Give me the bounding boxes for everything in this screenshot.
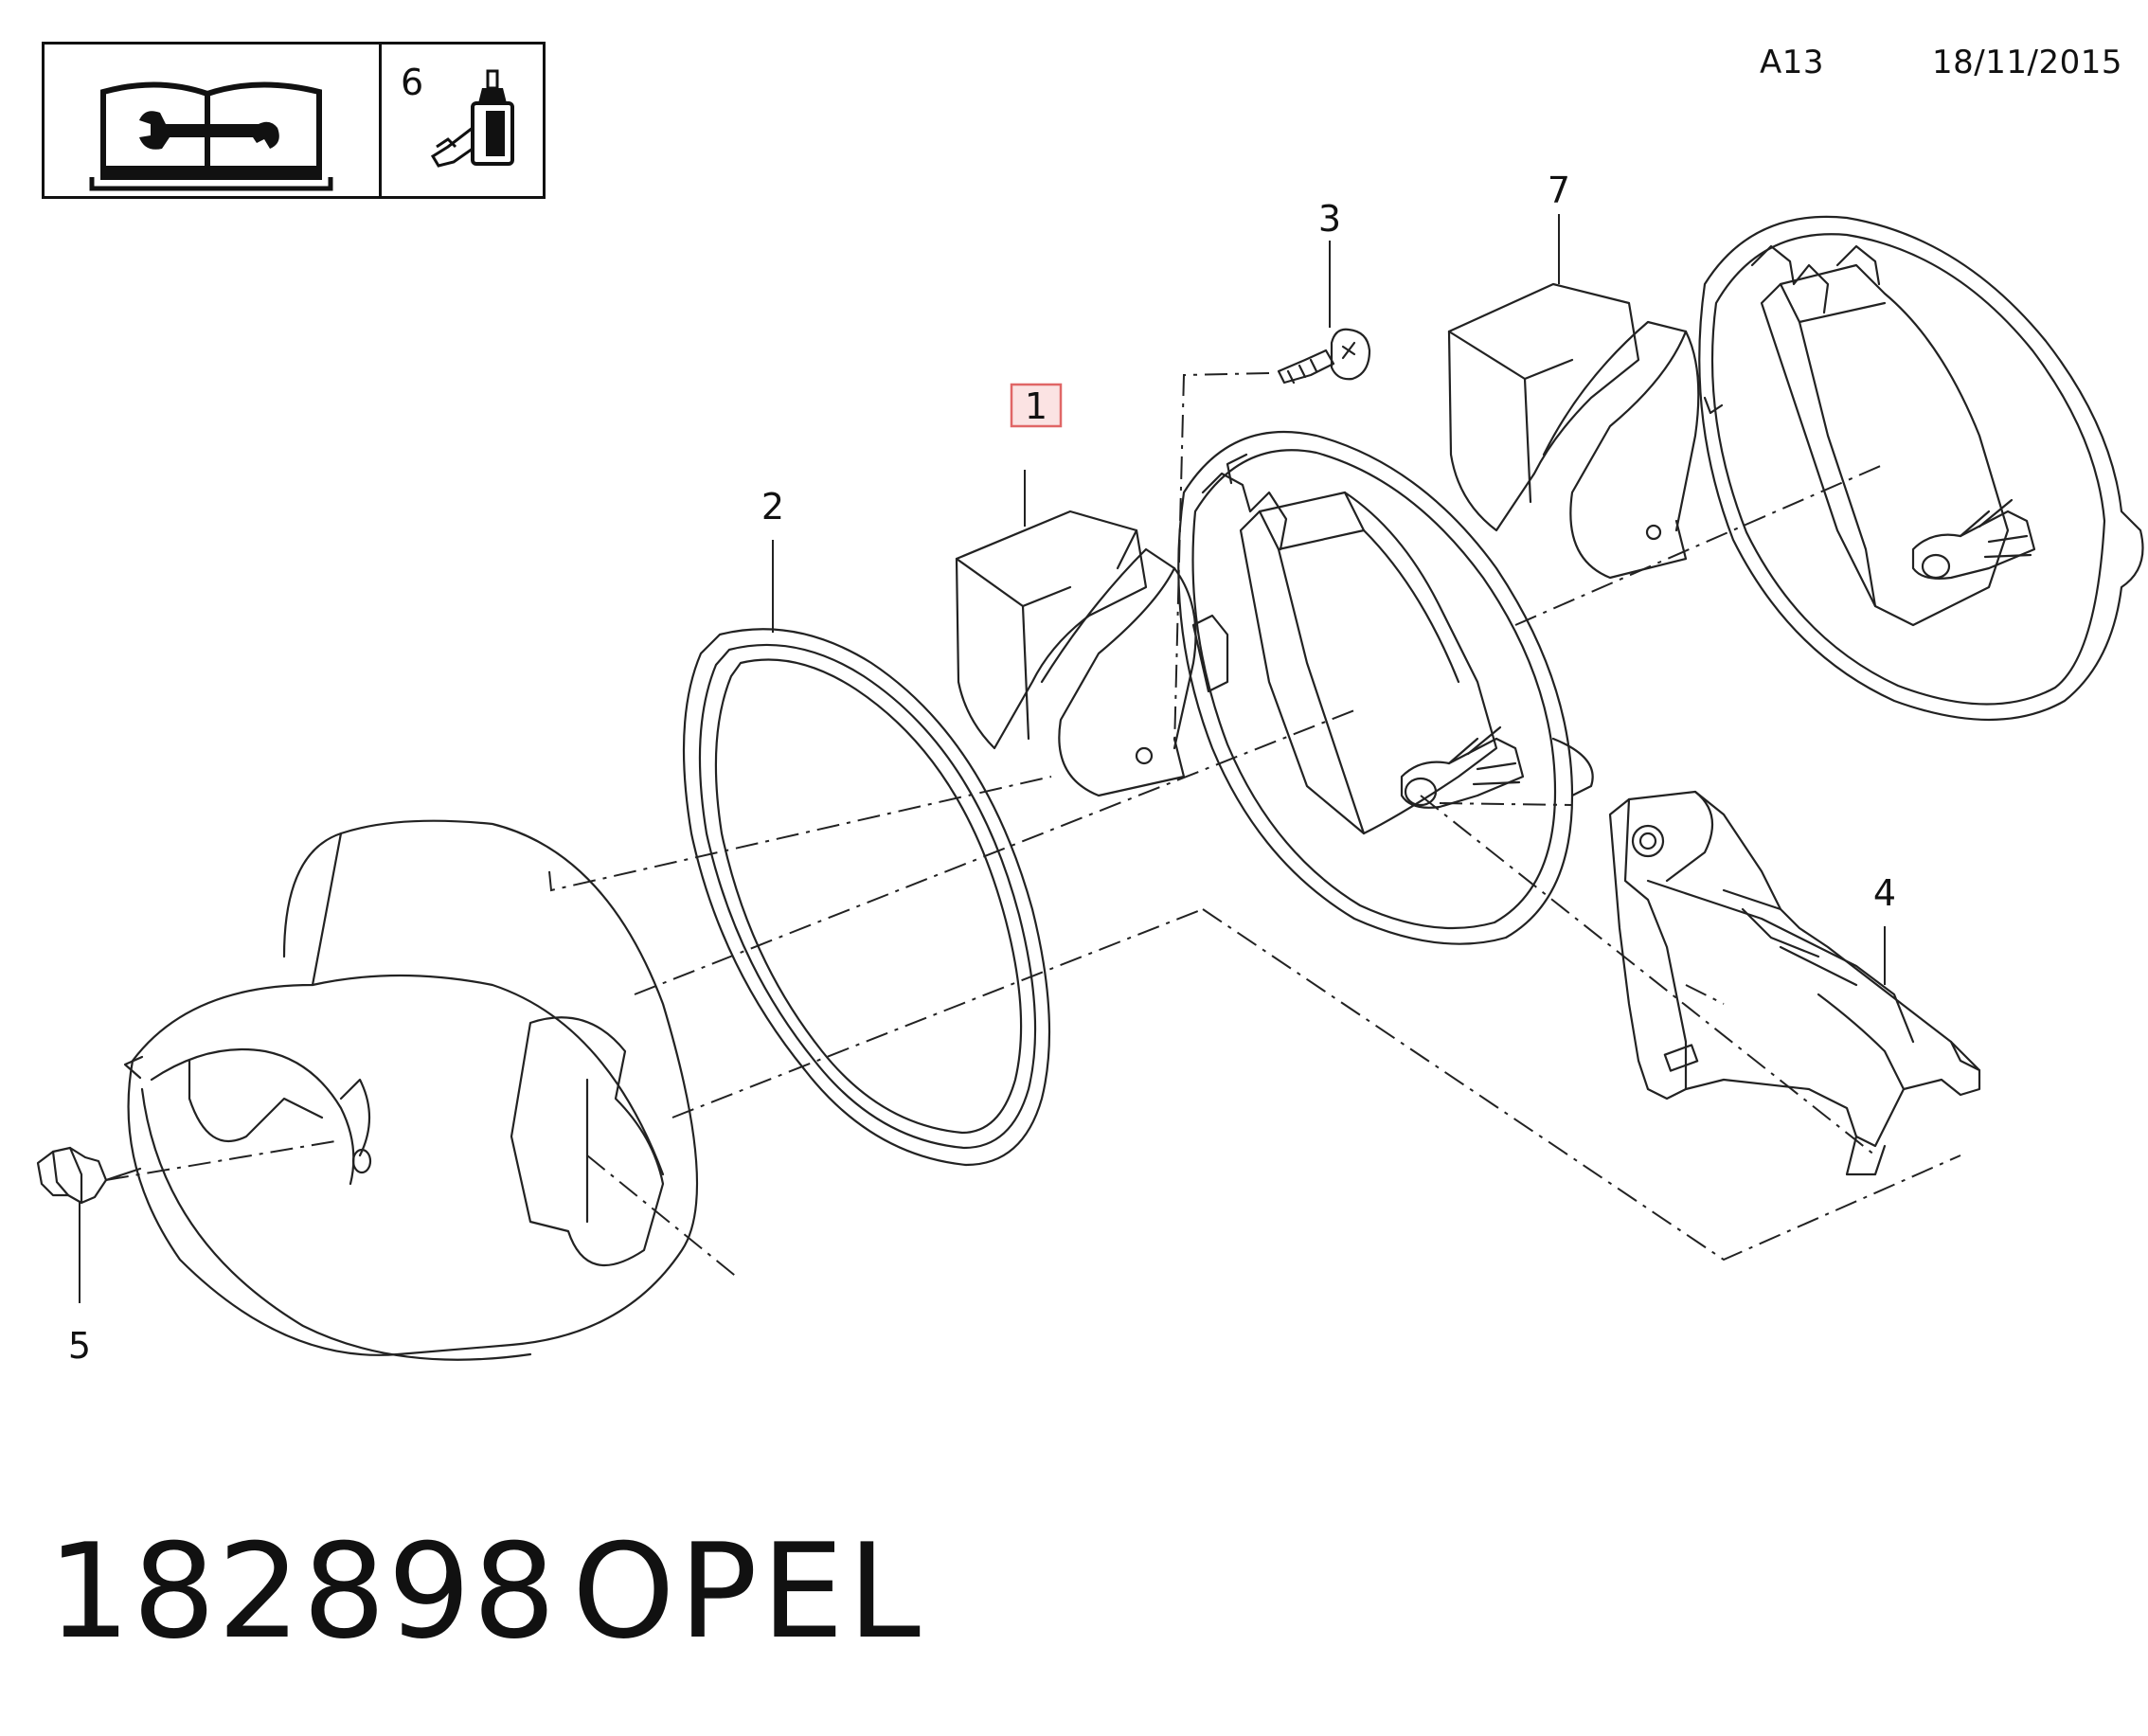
manual-wrench-icon [89, 81, 333, 191]
callout-part-3[interactable]: 3 [1318, 198, 1341, 240]
callout-part-7[interactable]: 7 [1548, 170, 1570, 211]
part-1-highlight [1010, 383, 1063, 428]
page-code: A13 [1760, 44, 1825, 81]
callout-part-5[interactable]: 5 [68, 1325, 91, 1367]
legend-cell-lubricant: 6 [382, 45, 543, 196]
clip-part5 [36, 1146, 142, 1205]
legend-cell-manual [45, 45, 382, 196]
fuel-door-part7 [1447, 215, 2144, 722]
filler-housing-part5 [123, 819, 699, 1361]
brand-name: OPEL [572, 1515, 924, 1668]
fuel-door-part1 [955, 430, 1594, 945]
legend-box: 6 [42, 42, 546, 199]
page-date: 18/11/2015 [1932, 44, 2122, 81]
lubricant-oil-bottle-icon [430, 69, 514, 168]
callout-part-4[interactable]: 4 [1873, 872, 1896, 914]
callout-part-2[interactable]: 2 [761, 486, 784, 528]
lubricant-ref-number: 6 [401, 62, 424, 103]
screw-part3 [1277, 328, 1371, 385]
callout-labels: 1 2 3 4 5 7 [68, 170, 1896, 1367]
callout-part-1[interactable]: 1 [1025, 385, 1047, 427]
seal-ring-part2 [682, 628, 1051, 1167]
assembly-lines [105, 372, 1961, 1280]
catalog-number: 182898 [47, 1515, 558, 1668]
actuator-part4 [1608, 790, 1981, 1176]
leader-lines [79, 214, 1886, 1303]
